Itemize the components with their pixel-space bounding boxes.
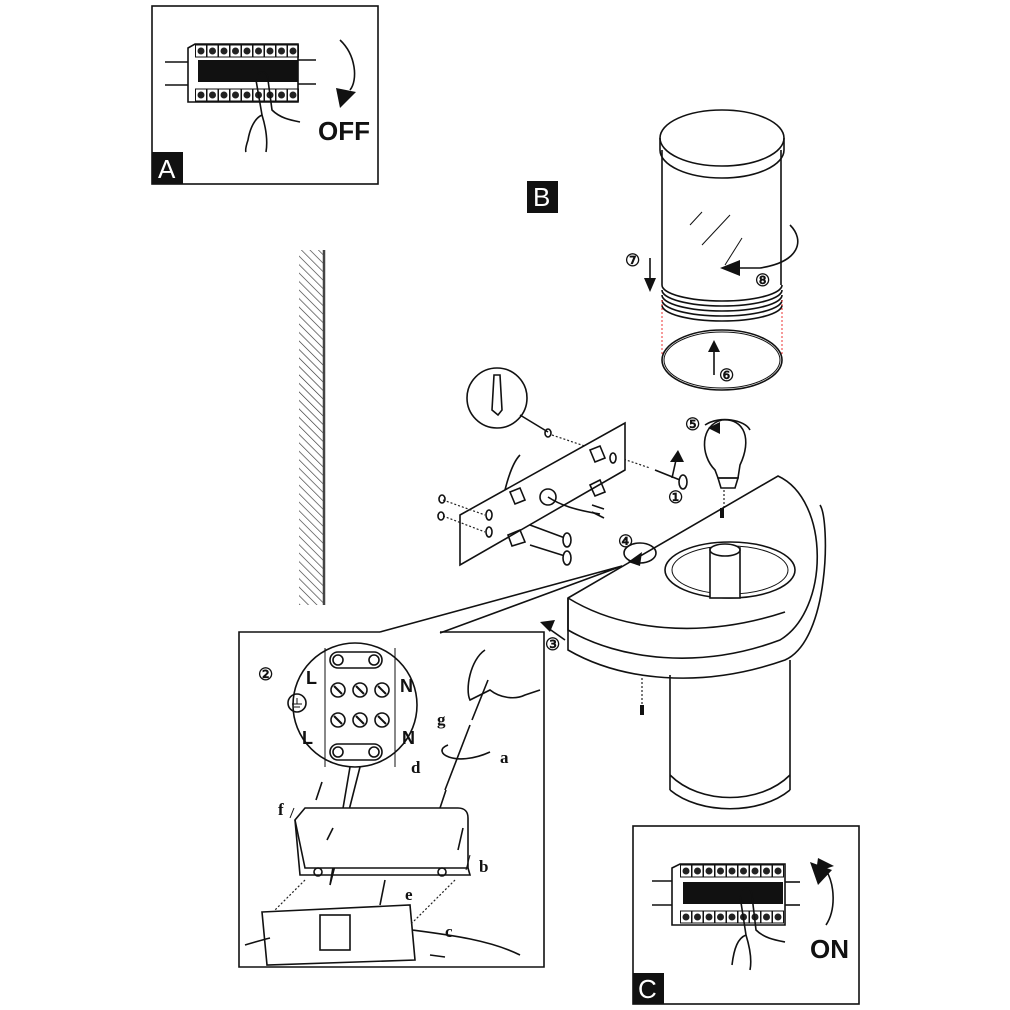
down-arrow-icon: [644, 278, 656, 292]
glass-diffuser: [644, 109, 799, 391]
breaker-screw: [278, 47, 285, 55]
gasket-ring: [661, 329, 783, 391]
ground-icon: [287, 693, 307, 713]
breaker-screw: [694, 867, 701, 875]
breaker-screw: [774, 867, 782, 875]
breaker-module: [287, 44, 299, 58]
panel-2-frame: [238, 631, 545, 968]
panel-c-badge: [633, 973, 664, 1004]
breaker-module: [772, 864, 784, 878]
breaker-screw: [289, 47, 297, 55]
hand-holding-screwdriver: [467, 649, 541, 702]
breaker-screw: [197, 47, 205, 55]
breaker-screw: [740, 867, 747, 875]
panel-2-wiring: ② L N L N d f b e: [238, 631, 545, 968]
panel-c-frame: [632, 825, 860, 1005]
breaker-screw: [774, 913, 782, 921]
label-d: d: [411, 758, 421, 777]
lamp-body: [567, 475, 827, 810]
breaker-screw: [243, 91, 251, 99]
neutral-label-top: N: [400, 676, 413, 696]
panel-a-label: A: [158, 154, 176, 184]
on-label: ON: [810, 934, 849, 964]
step-1: ①: [668, 488, 683, 507]
off-arrow-icon: [339, 39, 356, 91]
label-b: b: [479, 857, 488, 876]
step-5: ⑤: [685, 415, 700, 434]
breaker-screw: [232, 47, 239, 55]
breaker-panel-on: [652, 863, 800, 926]
mounting-plate: [459, 421, 626, 567]
breaker-screw: [209, 91, 216, 99]
panel-b-badge: [527, 181, 558, 213]
breaker-screw: [705, 867, 713, 875]
breaker-screw: [705, 913, 713, 921]
breaker-module: [287, 88, 299, 102]
breaker-screw: [717, 867, 724, 875]
breaker-screw: [266, 47, 274, 55]
live-label-top: L: [306, 668, 317, 688]
label-c: c: [445, 922, 453, 941]
label-f: f: [278, 800, 284, 819]
wall-hatch: [299, 250, 323, 605]
step-7: ⑦: [625, 251, 640, 270]
panel-a-frame: [151, 5, 379, 185]
label-g: g: [437, 710, 446, 729]
breaker-screw: [255, 47, 262, 55]
breaker-screw: [209, 47, 216, 55]
breaker-screw: [289, 91, 297, 99]
up-arrow-icon-1: [670, 450, 684, 462]
breaker-screw: [682, 913, 690, 921]
light-bulb: [703, 418, 751, 489]
step-6: ⑥: [719, 366, 734, 385]
breaker-screw: [197, 91, 205, 99]
breaker-screw: [763, 867, 770, 875]
panel-c: ON C: [632, 825, 860, 1005]
live-label-bottom: L: [302, 728, 313, 748]
label-a: a: [500, 748, 509, 767]
breaker-screw: [232, 91, 239, 99]
breaker-screw: [243, 47, 251, 55]
hand-icon: [244, 71, 301, 153]
panel-a-badge: [152, 152, 183, 184]
screwdriver-icon: [471, 679, 489, 721]
on-arrow-icon: [825, 869, 834, 926]
breaker-module: [772, 910, 784, 924]
panel-b-label: B: [533, 182, 550, 212]
step-2: ②: [258, 665, 273, 684]
label-e: e: [405, 885, 413, 904]
breaker-screw: [728, 867, 736, 875]
bottom-screw-icon: [640, 705, 644, 715]
step-3: ③: [545, 635, 560, 654]
breaker-screw: [717, 913, 724, 921]
breaker-screw: [220, 47, 228, 55]
breaker-screw: [682, 867, 690, 875]
off-label: OFF: [318, 116, 370, 146]
anchor-detail: [466, 367, 552, 438]
up-arrow-icon: [708, 340, 720, 352]
rotate-arrow-icon: [735, 224, 799, 269]
panel-c-label: C: [638, 974, 657, 1004]
breaker-screw: [220, 91, 228, 99]
thread-rings: [661, 284, 783, 322]
hand-icon: [731, 887, 786, 971]
wall-screws: [529, 469, 688, 566]
breaker-screw: [763, 913, 770, 921]
breaker-screw: [278, 91, 285, 99]
step-4: ④: [618, 532, 633, 551]
step-8: ⑧: [755, 271, 770, 290]
breaker-screw: [751, 867, 759, 875]
breaker-panel-off: [165, 43, 316, 103]
breaker-screw: [694, 913, 701, 921]
breaker-screw: [728, 913, 736, 921]
neutral-label-bottom: N: [402, 728, 415, 748]
panel-a: OFF A: [151, 5, 379, 185]
terminal-block-detail: [292, 642, 418, 768]
